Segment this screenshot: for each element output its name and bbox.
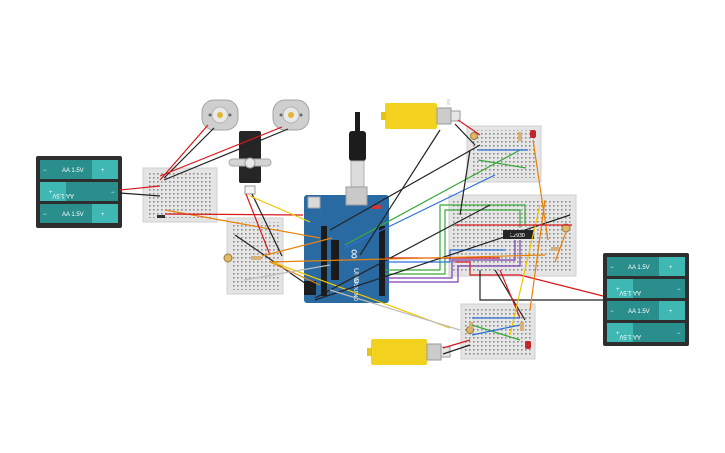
photoresistor-left[interactable] — [223, 253, 233, 263]
battery-minus-label: − — [610, 309, 614, 315]
gear-motor-top[interactable] — [381, 99, 461, 129]
battery-minus-label: − — [677, 331, 681, 337]
battery-minus-label: − — [677, 287, 681, 293]
battery-minus-label: − — [43, 168, 47, 174]
battery-cell-label: AA 1.5V — [628, 309, 650, 315]
battery-plus-label: + — [101, 168, 105, 174]
led-top[interactable] — [530, 130, 536, 138]
battery-cell: − AA 1.5V + — [40, 160, 118, 179]
battery-pack-right[interactable]: − AA 1.5V + + AA 1.5V − − AA 1.5V + + AA… — [603, 253, 689, 346]
battery-plus-label: + — [669, 309, 673, 315]
dc-motor-left[interactable] — [201, 99, 239, 131]
gear-motor-bottom[interactable] — [367, 339, 451, 365]
led-bottom[interactable] — [525, 341, 531, 349]
battery-cell: − AA 1.5V + — [607, 301, 685, 320]
battery-minus-label: − — [43, 212, 47, 218]
battery-cell: + AA 1.5V − — [607, 279, 685, 298]
usb-cable[interactable] — [349, 112, 366, 190]
battery-pack-left[interactable]: − AA 1.5V + + AA 1.5V − − AA 1.5V + — [36, 156, 122, 228]
battery-plus-label: + — [616, 287, 620, 293]
battery-cell-label: AA 1.5V — [62, 212, 84, 218]
battery-minus-label: − — [610, 265, 614, 271]
resistor[interactable] — [469, 322, 473, 331]
servo-motor[interactable] — [228, 131, 272, 195]
resistor[interactable] — [251, 256, 261, 260]
battery-cell-label: AA 1.5V — [52, 192, 74, 198]
battery-minus-label: − — [111, 190, 115, 196]
arduino-brand-label: ARDUINO — [352, 278, 358, 301]
battery-plus-label: + — [101, 212, 105, 218]
battery-cell: − AA 1.5V + — [607, 257, 685, 276]
battery-cell-label: AA 1.5V — [628, 265, 650, 271]
photoresistor-top[interactable] — [470, 132, 478, 140]
wires — [119, 119, 604, 355]
battery-plus-label: + — [616, 331, 620, 337]
resistor[interactable] — [551, 247, 560, 251]
battery-cell-label: AA 1.5V — [619, 289, 641, 295]
battery-cell: + AA 1.5V − — [607, 323, 685, 342]
breadboard-left-top — [142, 167, 218, 223]
battery-cell-label: AA 1.5V — [619, 333, 641, 339]
ic-label: L293D — [510, 233, 525, 239]
resistor[interactable] — [520, 322, 524, 331]
resistor[interactable] — [518, 132, 522, 141]
battery-cell-label: AA 1.5V — [62, 168, 84, 174]
battery-cell: − AA 1.5V + — [40, 204, 118, 223]
arduino-logo: ∞ — [347, 249, 363, 259]
motor-driver-ic[interactable]: L293D — [503, 230, 534, 239]
battery-cell: + AA 1.5V − — [40, 182, 118, 201]
dc-motor-right[interactable] — [272, 99, 310, 131]
battery-plus-label: + — [49, 190, 53, 196]
battery-plus-label: + — [669, 265, 673, 271]
